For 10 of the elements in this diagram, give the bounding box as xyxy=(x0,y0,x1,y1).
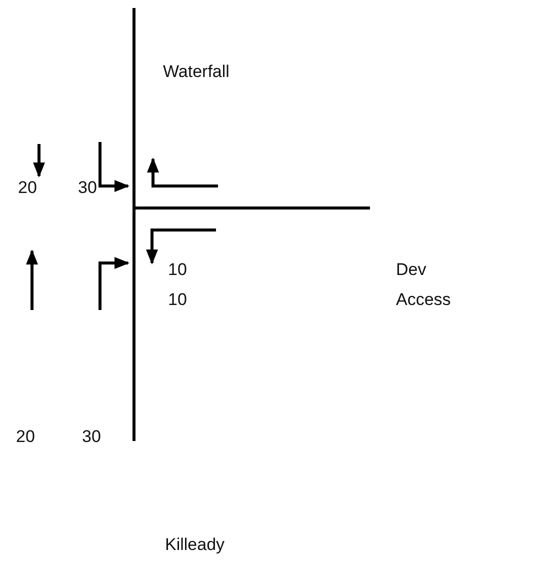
traffic-count: 20 xyxy=(16,427,35,447)
traffic-count: 30 xyxy=(82,427,101,447)
traffic-count: 10 xyxy=(168,260,187,280)
place-name: Waterfall xyxy=(163,62,230,82)
traffic-count: 20 xyxy=(18,178,37,198)
traffic-count: 30 xyxy=(78,178,97,198)
traffic-count: 10 xyxy=(168,290,187,310)
place-name: Dev xyxy=(396,260,426,280)
place-name: Access xyxy=(396,290,451,310)
place-name: Killeady xyxy=(165,535,225,555)
